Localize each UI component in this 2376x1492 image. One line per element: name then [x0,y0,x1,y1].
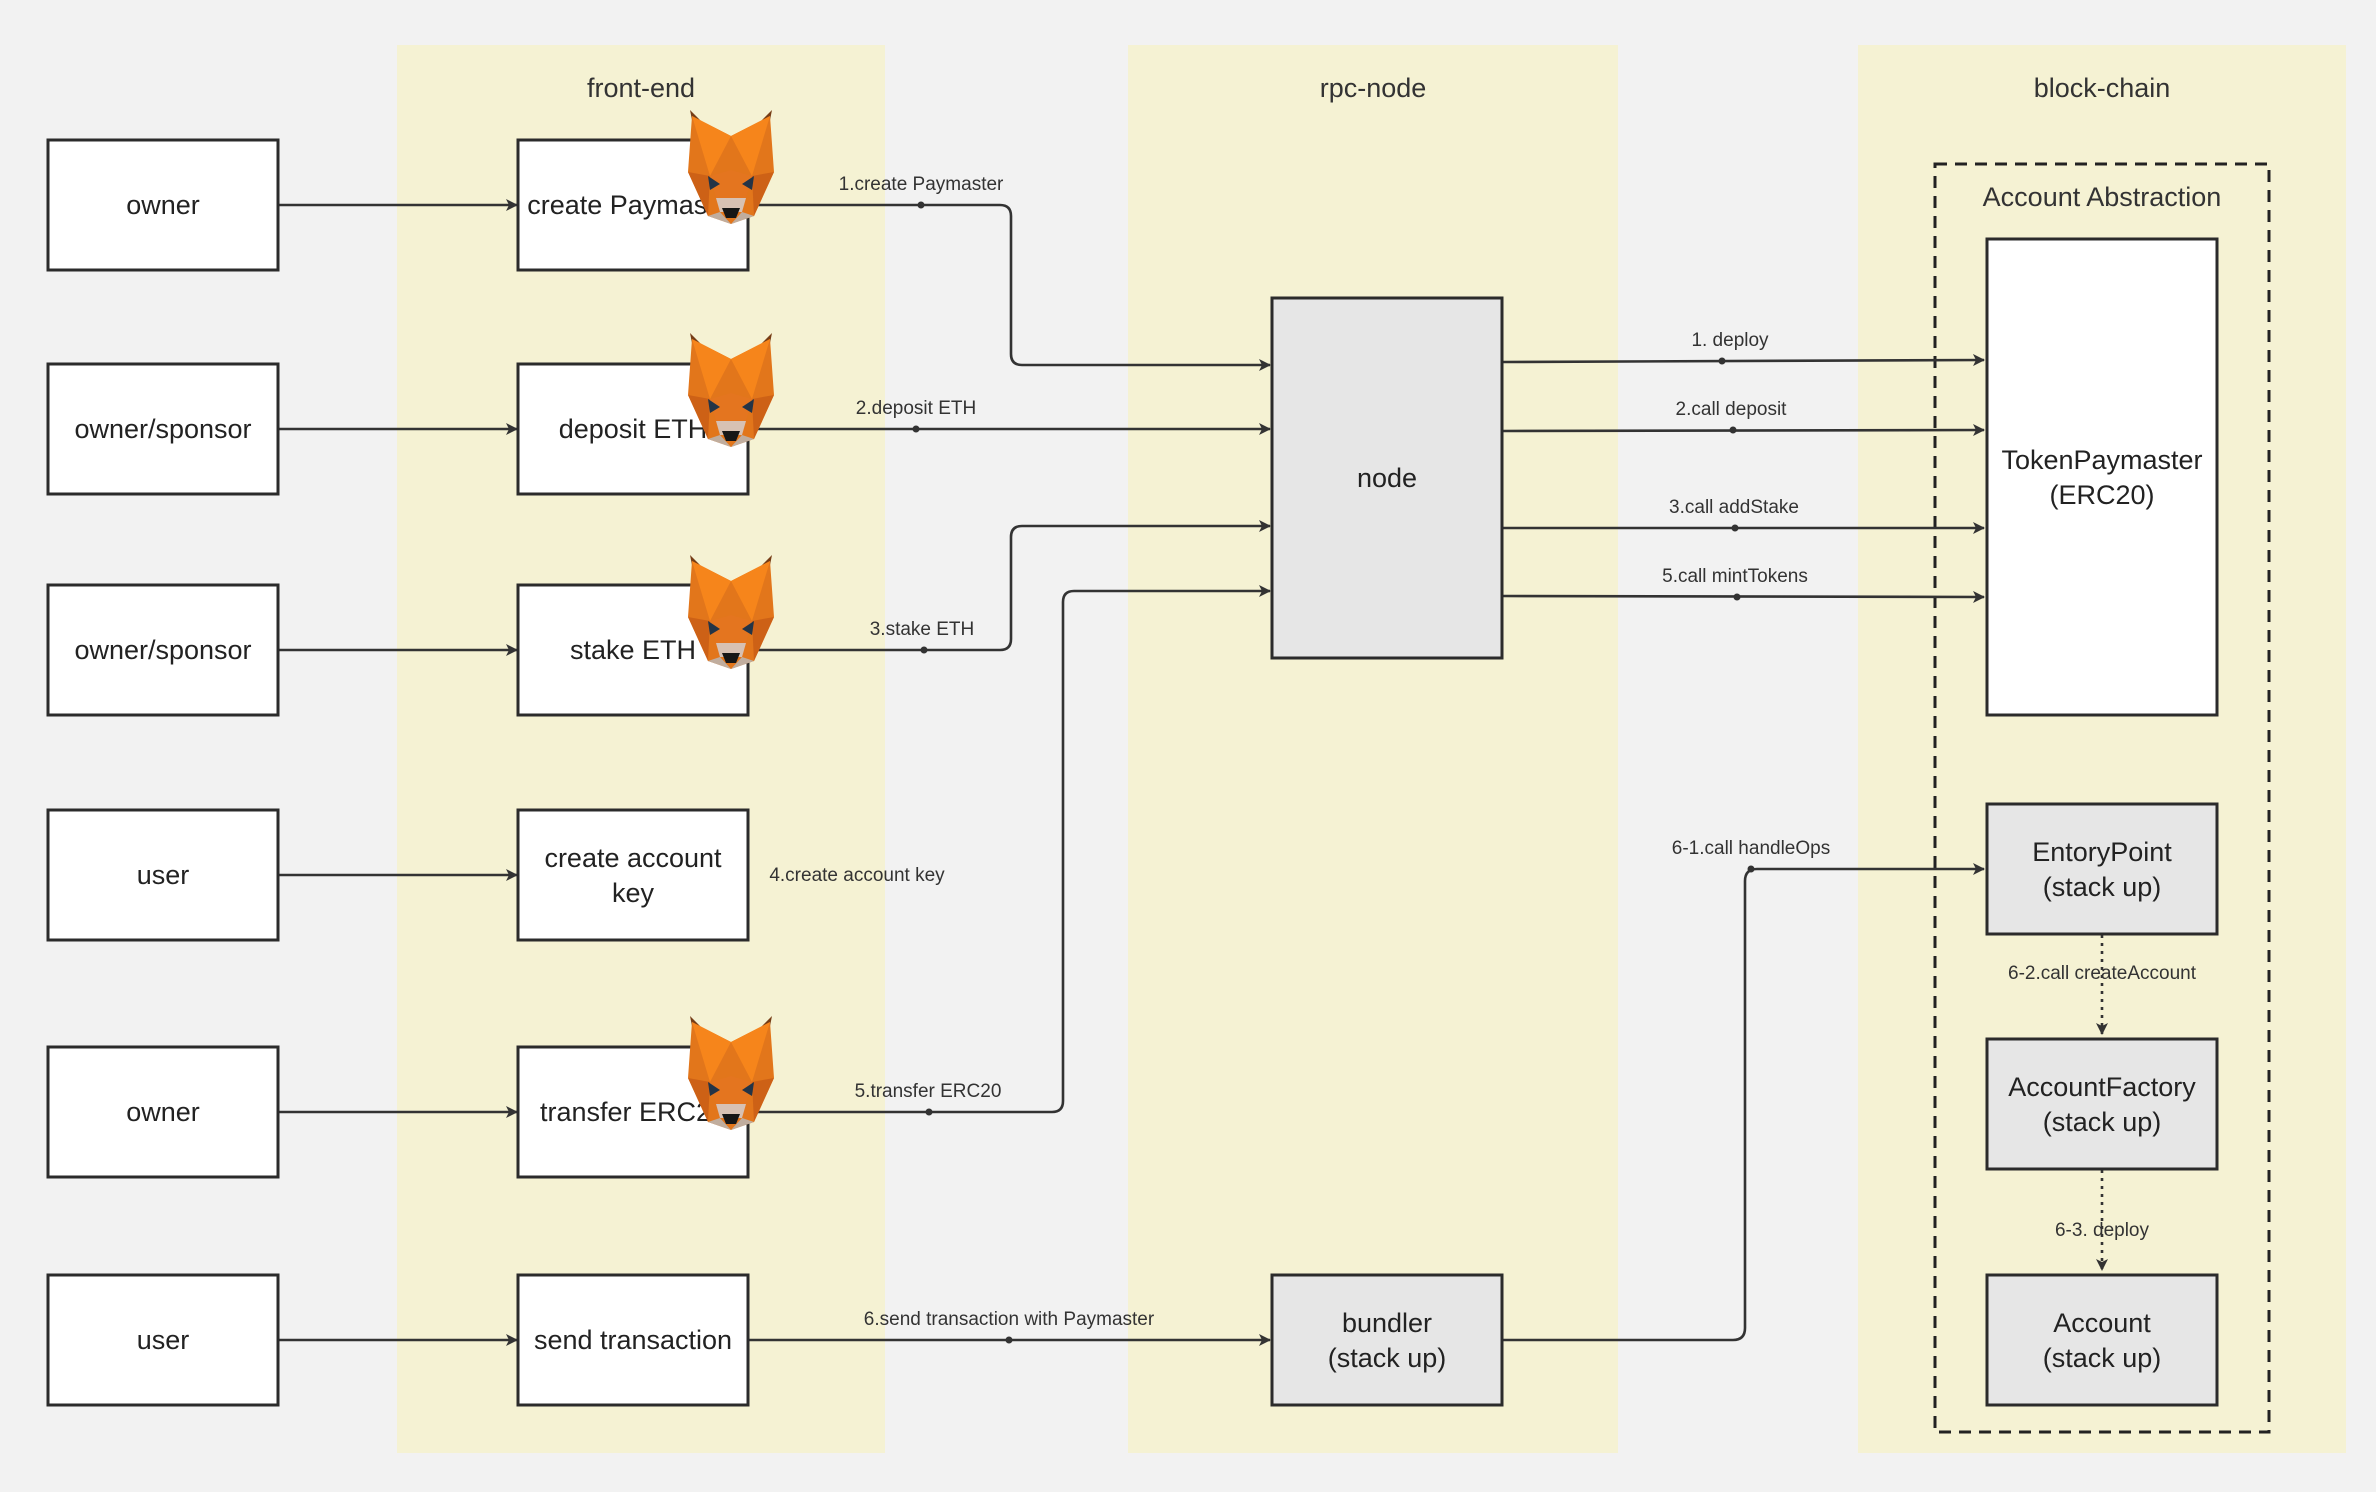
edge-label-send-transaction: 6.send transaction with Paymaster [864,1309,1155,1330]
actor-owner-2: owner [46,1045,280,1179]
edge-label-call-deposit: 2.call deposit [1676,399,1788,420]
lane-rpc-node [1128,45,1618,1453]
edge-label-create-paymaster: 1.create Paymaster [839,174,1004,195]
account-abstraction-title: Account Abstraction [1983,182,2222,212]
entry-point-label-line-2: (stack up) [2043,872,2162,902]
step-label-line-2: key [612,878,655,908]
edge-label-handleops: 6-1.call handleOps [1672,838,1830,859]
edge-label-stake-eth: 3.stake ETH [870,619,975,640]
account-box: Account (stack up) [1985,1273,2219,1407]
node-label: node [1357,463,1417,493]
bundler-label-line-2: (stack up) [1328,1343,1447,1373]
step-label-line-1: create account [544,843,722,873]
edge-label-create-account: 6-2.call createAccount [2008,963,2197,984]
entry-point-box: EntoryPoint (stack up) [1985,802,2219,936]
edge-create-paymaster-to-node [749,203,1271,371]
edge-label-transfer-erc20: 5.transfer ERC20 [855,1081,1002,1102]
edge-label-deploy: 1. deploy [1691,330,1769,351]
account-label-line-2: (stack up) [2043,1343,2162,1373]
lane-title-block-chain: block-chain [2034,73,2171,103]
step-send-transaction: send transaction [516,1273,750,1407]
actor-label: owner/sponsor [74,635,251,665]
actor-owner-1: owner [46,138,280,272]
edge-node-call-minttokens [1501,590,1985,603]
account-factory-label-line-1: AccountFactory [2008,1072,2196,1102]
step-label: send transaction [534,1325,732,1355]
actor-owner-sponsor-1: owner/sponsor [46,362,280,496]
edge-label-call-minttokens: 5.call mintTokens [1662,566,1808,587]
edge-label-deploy-account: 6-3. deploy [2055,1220,2150,1241]
step-label: transfer ERC20 [540,1097,726,1127]
account-factory-label-line-2: (stack up) [2043,1107,2162,1137]
node-box: node [1270,296,1504,660]
entry-point-label-line-1: EntoryPoint [2032,837,2172,867]
actor-label: owner [126,1097,200,1127]
token-paymaster-box: TokenPaymaster (ERC20) [1985,237,2219,717]
actor-label: user [137,860,190,890]
actor-owner-sponsor-2: owner/sponsor [46,583,280,717]
lane-front-end [397,45,885,1453]
edge-label-deposit-eth: 2.deposit ETH [856,398,976,419]
account-factory-box: AccountFactory (stack up) [1985,1037,2219,1171]
edge-transfer-to-node [749,585,1271,1114]
token-paymaster-label-line-2: (ERC20) [2049,480,2154,510]
step-stake-eth: stake ETH [516,583,750,717]
edge-label-create-account-key: 4.create account key [769,865,945,886]
actor-user-2: user [46,1273,280,1407]
actor-user-1: user [46,808,280,942]
actor-label: owner [126,190,200,220]
token-paymaster-label-line-1: TokenPaymaster [2001,445,2202,475]
bundler-box: bundler (stack up) [1270,1273,1504,1407]
step-create-account-key: create account key [516,808,750,942]
edge-stake-to-node [749,520,1271,652]
edge-label-call-addstake: 3.call addStake [1669,497,1799,518]
actor-label: owner/sponsor [74,414,251,444]
bundler-label-line-1: bundler [1342,1308,1432,1338]
step-label: deposit ETH [559,414,708,444]
edge-node-call-deposit [1501,424,1985,437]
lane-title-front-end: front-end [587,73,695,103]
lane-title-rpc-node: rpc-node [1320,73,1427,103]
account-abstraction-frame [1933,162,2271,1434]
account-label-line-1: Account [2053,1308,2151,1338]
actor-label: user [137,1325,190,1355]
step-label: stake ETH [570,635,696,665]
edge-node-deploy [1501,354,1985,367]
